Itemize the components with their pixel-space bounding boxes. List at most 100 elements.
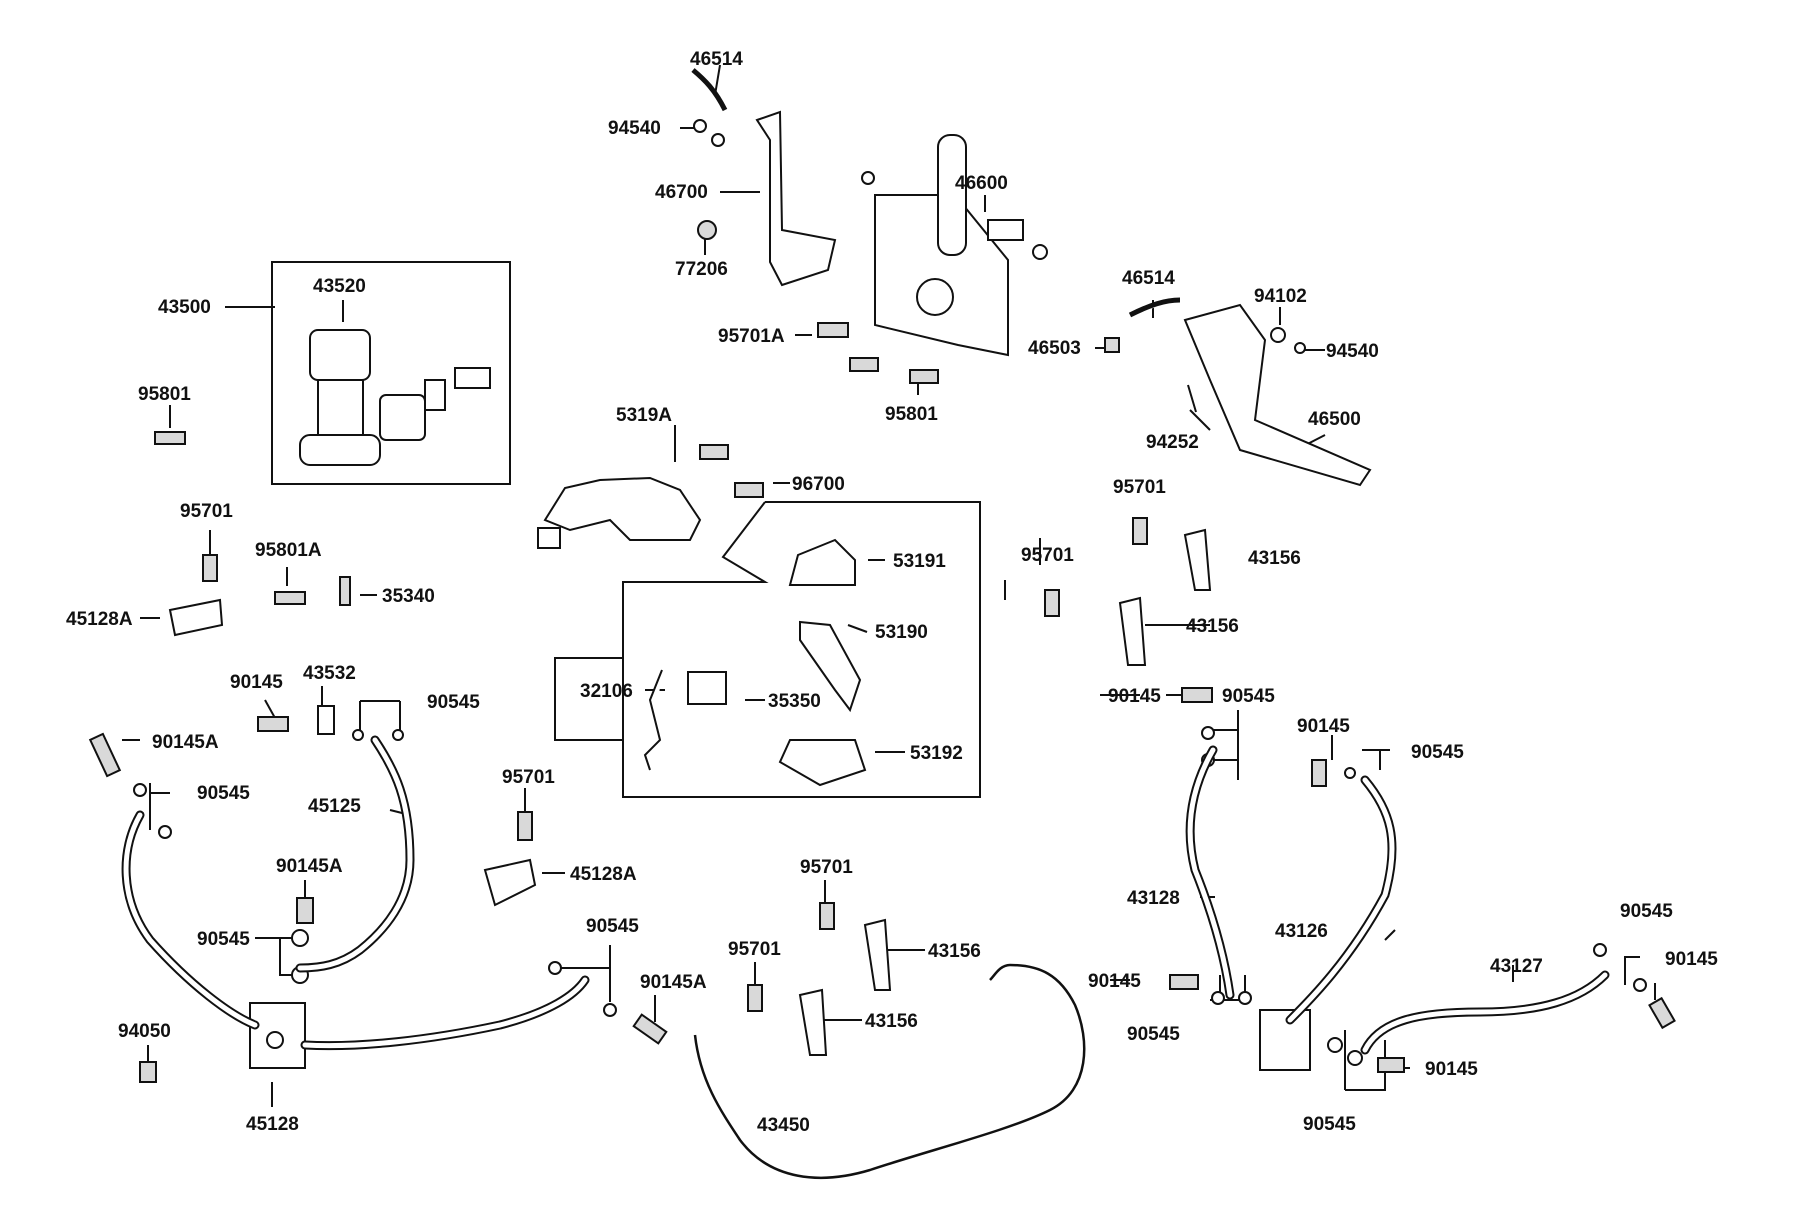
label-43126: 43126 [1275,921,1328,942]
leader-lines [122,64,1656,1107]
label-90145-b: 90145 [1108,686,1161,707]
label-94252: 94252 [1146,432,1199,453]
label-90145A-b: 90145A [276,856,343,877]
bolt-95701-left [202,554,218,582]
hose-left-lower [121,810,260,1030]
label-43156-a: 43156 [928,941,981,962]
reservoir-cap-43520 [309,329,371,381]
right-clips [1044,517,1212,666]
label-5319A: 5319A [616,405,672,426]
bolt-90145A-mid [296,897,314,924]
label-35350: 35350 [768,691,821,712]
washer-90545-r1 [1201,726,1215,740]
label-43520: 43520 [313,276,366,297]
cylinder-outlet [379,394,426,441]
lever-53190 [799,620,862,713]
label-43156-c: 43156 [1248,548,1301,569]
bolt-90145A-left [88,732,122,778]
label-90545-e: 90545 [1222,686,1275,707]
spring-46514-top [691,68,728,112]
part-labels: 46514 94540 46700 77206 46600 95701A 958… [66,49,1718,1136]
clip-43156-r1 [1183,528,1212,591]
bolt-95701-c2 [747,984,763,1012]
label-95701-f: 95701 [1021,545,1074,566]
master-cylinder-group [154,329,491,466]
label-46500: 46500 [1308,409,1361,430]
label-45128A-b: 45128A [570,864,637,885]
label-53192: 53192 [910,743,963,764]
switch-group [537,444,867,787]
left-fittings [88,554,668,1083]
label-95801A: 95801A [255,540,322,561]
label-45125: 45125 [308,796,361,817]
clamp-45128A-left [168,598,224,637]
label-43450: 43450 [757,1115,810,1136]
bracket-53191 [788,538,856,586]
bolt-95701-c1 [819,902,835,930]
label-43532: 43532 [303,663,356,684]
bracket-post [937,134,967,256]
bolt-90145A-low [632,1013,668,1045]
pivot-shaft-46600 [987,219,1024,241]
label-96700: 96700 [792,474,845,495]
washer-90545-r7 [1347,1050,1363,1066]
block-hole [266,1031,284,1049]
label-90145-a: 90145 [230,672,283,693]
washer-90545-r3 [1344,767,1356,779]
center-clips [747,902,892,1056]
reservoir-body [317,379,364,436]
washer-90545-d [158,825,172,839]
adapter-43532 [317,705,335,735]
label-90545-g: 90545 [1411,742,1464,763]
label-45128: 45128 [246,1114,299,1135]
label-43500: 43500 [158,297,211,318]
label-90545-f: 90545 [1127,1024,1180,1045]
switch-connector [537,527,561,549]
label-95701-c: 95701 [800,857,853,878]
brake-pedal-46500 [1183,303,1372,487]
label-90145-d: 90145 [1297,716,1350,737]
label-90545-i: 90545 [1303,1114,1356,1135]
label-43156-b: 43156 [865,1011,918,1032]
label-90545-b: 90545 [197,783,250,804]
washer-top [711,133,725,147]
label-90145-c: 90145 [1088,971,1141,992]
label-94540-b: 94540 [1326,341,1379,362]
pedal-bracket-group [691,68,1048,384]
clip-43156-r2 [1118,596,1147,666]
label-43156-d: 43156 [1186,616,1239,637]
washer-90545-b [392,729,404,741]
bolt-95801-left [154,431,186,445]
bolt-95801A [274,591,306,605]
hose-43126 [1285,775,1397,1025]
label-95701A: 95701A [718,326,785,347]
bracket-hole [916,278,954,316]
washer-90545-e [291,929,309,947]
sensor-35340 [339,576,351,606]
washer-90545-r9 [1633,978,1647,992]
brake-pedal-group [1104,297,1372,487]
bolt-95801-b [909,369,939,384]
master-cylinder-inset-box [271,261,511,485]
label-90545-c: 90545 [197,929,250,950]
washer-90545-r6 [1327,1037,1343,1053]
switch-35350 [687,671,727,705]
clip-43156-c2 [798,988,828,1056]
label-94540-a: 94540 [608,118,661,139]
bolt-90145-r3 [1169,974,1199,990]
cylinder-body [299,434,381,466]
label-90545-d: 90545 [586,916,639,937]
label-46503: 46503 [1028,338,1081,359]
bolt-95701-r2 [1044,589,1060,617]
bolt-95701A [817,322,849,338]
label-90545-a: 90545 [427,692,480,713]
label-35340: 35340 [382,586,435,607]
sensor-inset-connector [554,501,769,797]
label-46600: 46600 [955,173,1008,194]
circlip-94540-right [1294,342,1306,354]
clevis [454,367,491,389]
label-90145-f: 90145 [1425,1059,1478,1080]
bolt-90145-r1 [1181,687,1213,703]
